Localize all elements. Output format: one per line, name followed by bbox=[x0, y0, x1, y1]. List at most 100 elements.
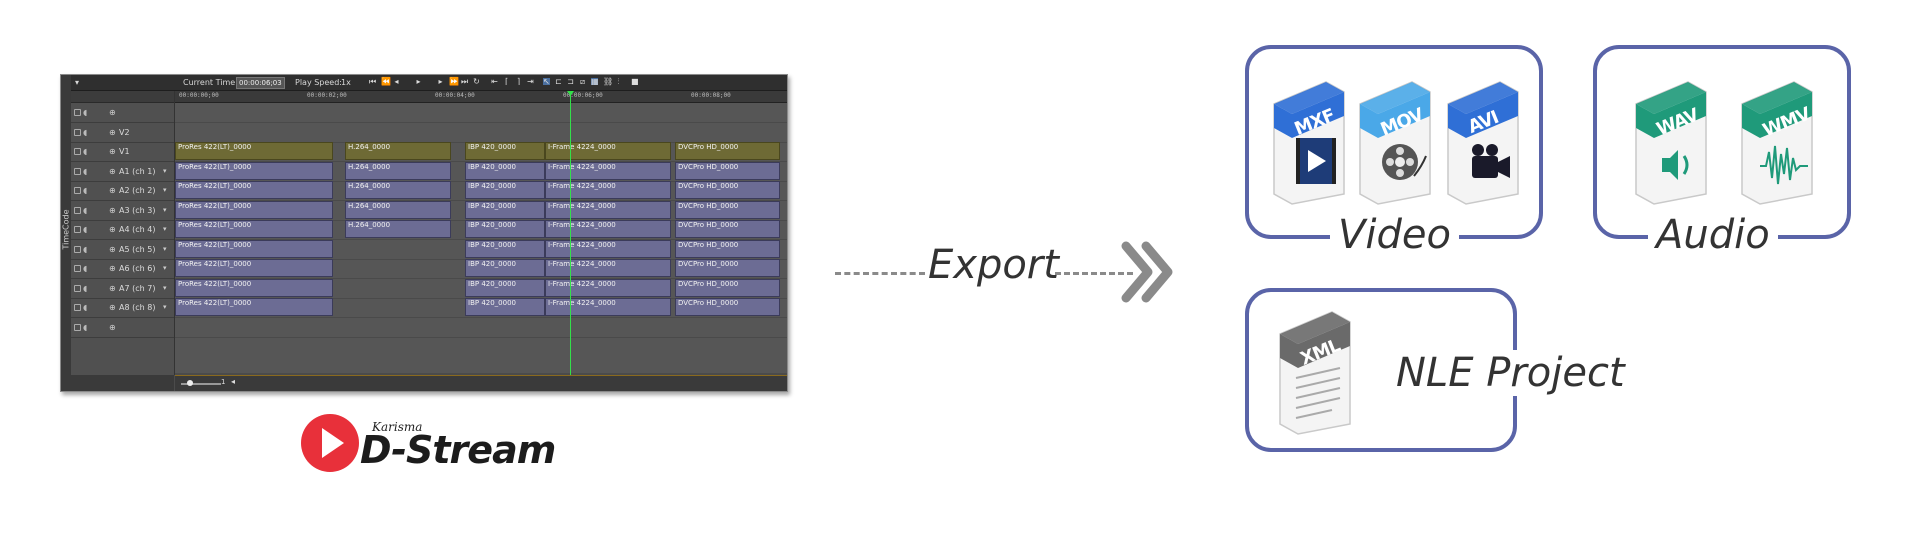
clip[interactable]: H.264_0000 bbox=[345, 181, 451, 199]
track-lock-icon[interactable] bbox=[74, 206, 81, 214]
track-dropdown-icon[interactable]: ▾ bbox=[163, 303, 167, 311]
clip[interactable]: ProRes 422(LT)_0000 bbox=[175, 181, 333, 199]
clip[interactable]: DVCPro HD_0000 bbox=[675, 259, 780, 277]
track-row[interactable] bbox=[175, 123, 787, 143]
step-back-icon[interactable]: ◂ bbox=[394, 77, 399, 86]
track-header[interactable]: ◖⊕A4 (ch 4)▾ bbox=[71, 220, 174, 240]
clip[interactable]: ProRes 422(LT)_0000 bbox=[175, 278, 333, 297]
clip[interactable]: IBP 420_0000 bbox=[465, 298, 545, 316]
track-speaker-icon[interactable]: ◖ bbox=[83, 186, 88, 195]
clip[interactable]: I-Frame 4224_0000 bbox=[545, 220, 671, 238]
track-target-icon[interactable]: ⊕ bbox=[109, 186, 116, 195]
clip[interactable]: I-Frame 4224_0000 bbox=[545, 181, 671, 199]
mark-in-icon[interactable]: ⌈ bbox=[504, 77, 509, 86]
clip[interactable]: IBP 420_0000 bbox=[465, 161, 545, 180]
clip[interactable]: DVCPro HD_0000 bbox=[675, 142, 780, 160]
track-target-icon[interactable]: ⊕ bbox=[109, 225, 116, 234]
slip-tool-icon[interactable]: ⊐ bbox=[567, 77, 574, 86]
track-dropdown-icon[interactable]: ▾ bbox=[163, 205, 167, 214]
track-header[interactable]: ◖⊕A5 (ch 5)▾ bbox=[71, 240, 174, 260]
clip[interactable]: I-Frame 4224_0000 bbox=[545, 239, 671, 258]
next-edit-icon[interactable]: ⇥ bbox=[527, 77, 534, 86]
track-target-icon[interactable]: ⊕ bbox=[109, 108, 116, 117]
mark-out-icon[interactable]: ⌉ bbox=[516, 77, 521, 86]
track-speaker-icon[interactable]: ◖ bbox=[83, 244, 88, 254]
rewind-icon[interactable]: ⏪ bbox=[381, 77, 391, 86]
audio-scrub-icon[interactable]: ⫶ bbox=[617, 77, 620, 86]
track-lock-icon[interactable] bbox=[74, 128, 81, 136]
track-lock-icon[interactable] bbox=[74, 245, 81, 253]
track-header[interactable]: ◖⊕A7 (ch 7)▾ bbox=[71, 279, 174, 299]
track-header[interactable]: ◖⊕A6 (ch 6)▾ bbox=[71, 259, 174, 279]
clip[interactable]: IBP 420_0000 bbox=[465, 220, 545, 238]
track-lock-icon[interactable] bbox=[74, 284, 81, 292]
track-lock-icon[interactable] bbox=[74, 265, 81, 272]
link-icon[interactable]: ⛓ bbox=[603, 77, 614, 86]
clip[interactable]: IBP 420_0000 bbox=[465, 200, 545, 219]
track-target-icon[interactable]: ⊕ bbox=[109, 244, 116, 254]
track-header[interactable]: ◖⊕A1 (ch 1)▾ bbox=[71, 162, 174, 182]
track-dropdown-icon[interactable]: ▾ bbox=[163, 186, 167, 194]
track-dropdown-icon[interactable]: ▾ bbox=[163, 283, 167, 292]
clip[interactable]: IBP 420_0000 bbox=[465, 181, 545, 199]
track-lock-icon[interactable] bbox=[74, 148, 81, 155]
track-speaker-icon[interactable]: ◖ bbox=[83, 127, 88, 137]
clip[interactable]: IBP 420_0000 bbox=[465, 239, 545, 258]
clip[interactable]: H.264_0000 bbox=[345, 200, 451, 219]
clip[interactable]: ProRes 422(LT)_0000 bbox=[175, 239, 333, 258]
clip[interactable]: H.264_0000 bbox=[345, 161, 451, 180]
track-speaker-icon[interactable]: ◖ bbox=[83, 108, 88, 117]
clip[interactable]: DVCPro HD_0000 bbox=[675, 239, 780, 258]
track-target-icon[interactable]: ⊕ bbox=[109, 283, 116, 293]
track-row[interactable]: ProRes 422(LT)_0000 H.264_0000 IBP 420_000… bbox=[175, 181, 787, 201]
track-header[interactable]: ◖⊕V1 bbox=[71, 142, 174, 162]
track-speaker-icon[interactable]: ◖ bbox=[83, 264, 88, 273]
clip[interactable]: ProRes 422(LT)_0000 bbox=[175, 200, 333, 219]
track-speaker-icon[interactable]: ◖ bbox=[83, 322, 88, 332]
scroll-left-icon[interactable]: ◂ bbox=[231, 377, 236, 386]
track-lock-icon[interactable] bbox=[74, 187, 81, 194]
track-target-icon[interactable]: ⊕ bbox=[109, 147, 116, 156]
track-target-icon[interactable]: ⊕ bbox=[109, 127, 116, 137]
go-to-end-icon[interactable]: ⏭ bbox=[461, 77, 469, 86]
prev-edit-icon[interactable]: ⇤ bbox=[491, 77, 498, 86]
clip[interactable]: ProRes 422(LT)_0000 bbox=[175, 142, 333, 160]
track-target-icon[interactable]: ⊕ bbox=[109, 166, 116, 176]
loop-icon[interactable]: ↻ bbox=[473, 77, 480, 86]
play-icon[interactable]: ▸ bbox=[416, 77, 421, 86]
track-header[interactable]: ◖⊕A2 (ch 2)▾ bbox=[71, 181, 174, 201]
clip[interactable]: DVCPro HD_0000 bbox=[675, 220, 780, 238]
track-lock-icon[interactable] bbox=[74, 109, 81, 116]
clip[interactable]: DVCPro HD_0000 bbox=[675, 161, 780, 180]
clip[interactable]: ProRes 422(LT)_0000 bbox=[175, 220, 333, 238]
clip[interactable]: H.264_0000 bbox=[345, 142, 451, 160]
clip[interactable]: I-Frame 4224_0000 bbox=[545, 259, 671, 277]
track-header[interactable]: ◖⊕A3 (ch 3)▾ bbox=[71, 201, 174, 221]
clip[interactable]: I-Frame 4224_0000 bbox=[545, 298, 671, 316]
collapse-icon[interactable]: ▾ bbox=[75, 78, 80, 87]
time-ruler[interactable]: 00:00:00;00 00:00:02;00 00:00:04;00 00:0… bbox=[175, 91, 787, 103]
zoom-slider[interactable] bbox=[181, 383, 221, 385]
track-target-icon[interactable]: ⊕ bbox=[109, 264, 116, 273]
zoom-slider-handle[interactable] bbox=[187, 380, 193, 386]
fast-forward-icon[interactable]: ⏩ bbox=[449, 77, 459, 86]
clip[interactable]: I-Frame 4224_0000 bbox=[545, 161, 671, 180]
lock-icon[interactable]: ■ bbox=[631, 77, 639, 86]
go-to-start-icon[interactable]: ⏮ bbox=[369, 77, 377, 86]
clip[interactable]: I-Frame 4224_0000 bbox=[545, 278, 671, 297]
clip[interactable]: DVCPro HD_0000 bbox=[675, 181, 780, 199]
track-row[interactable] bbox=[175, 318, 787, 338]
track-speaker-icon[interactable]: ◖ bbox=[83, 166, 88, 176]
step-forward-icon[interactable]: ▸ bbox=[438, 77, 443, 86]
snap-tool-icon[interactable]: ▦ bbox=[591, 77, 599, 86]
clip[interactable]: DVCPro HD_0000 bbox=[675, 298, 780, 316]
track-dropdown-icon[interactable]: ▾ bbox=[163, 244, 167, 253]
track-lock-icon[interactable] bbox=[74, 304, 81, 311]
track-speaker-icon[interactable]: ◖ bbox=[83, 303, 88, 312]
